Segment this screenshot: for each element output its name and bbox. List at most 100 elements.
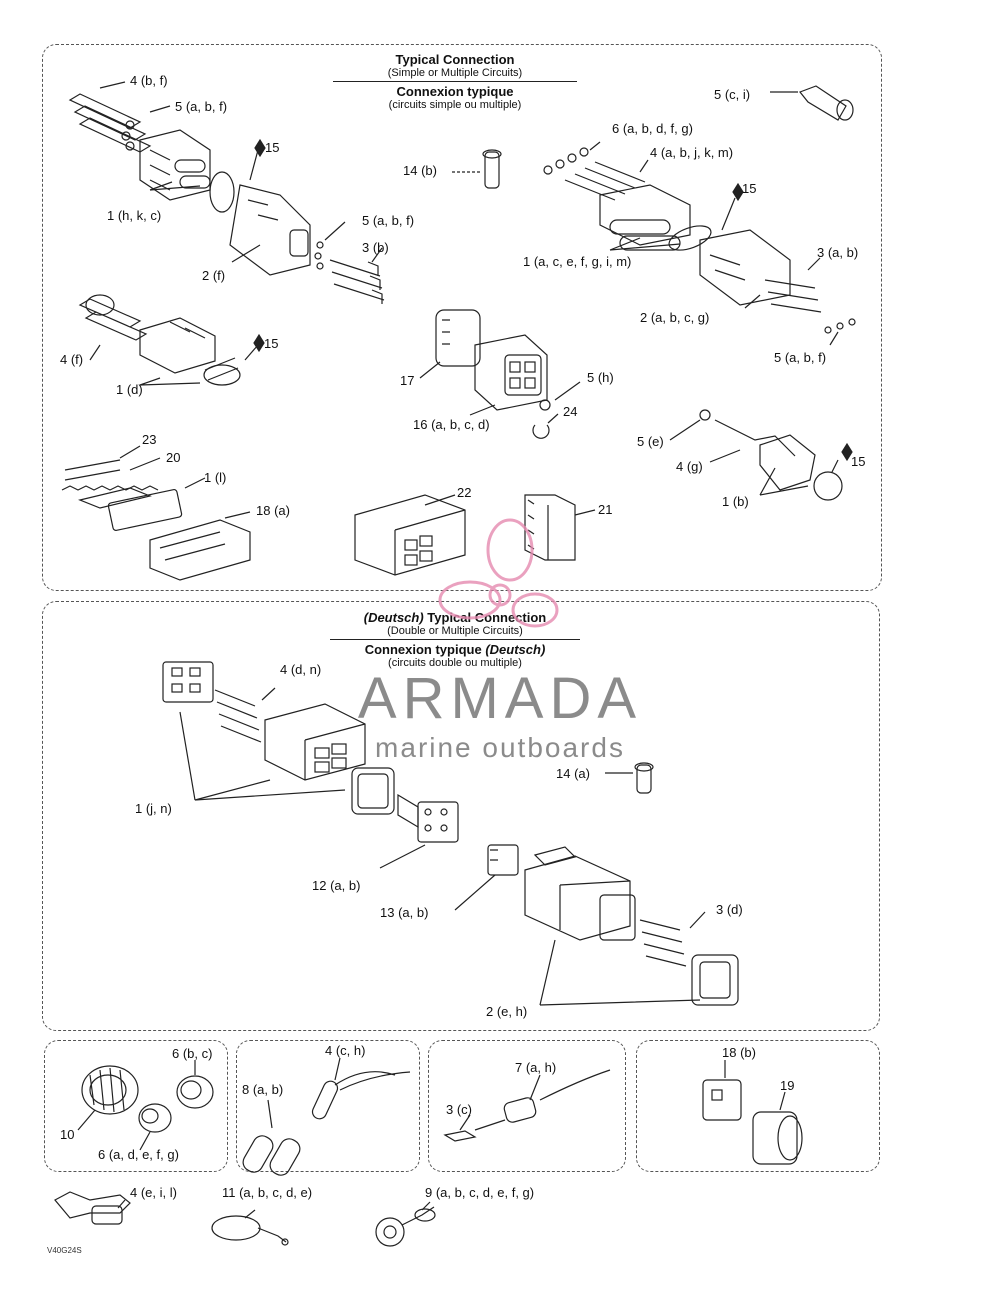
callout: 4 (g) [676, 459, 703, 474]
deutsch-subtitle-en: (Double or Multiple Circuits) [387, 625, 523, 637]
connector-group-right-2 [669, 409, 853, 501]
callout: 3 (c) [446, 1102, 472, 1117]
ring-terminal-9 [375, 1201, 436, 1247]
panel-small-1 [44, 1040, 228, 1172]
deutsch-title-en: (Deutsch) Typical Connection [320, 610, 590, 625]
watermark-logo [438, 518, 559, 628]
deutsch-connector-left [162, 661, 459, 869]
caps-6 [138, 1060, 214, 1151]
header-title-en: Typical Connection [395, 52, 515, 67]
callout: 6 (a, b, d, f, g) [612, 121, 693, 136]
connector-group-top-right [543, 141, 856, 346]
connector-16-17 [419, 309, 548, 416]
callout: 5 (a, b, f) [362, 213, 415, 228]
callout: 6 (b, c) [172, 1046, 213, 1061]
callout: 20 [166, 450, 181, 465]
callout: 4 (b, f) [130, 73, 168, 88]
callout: 4 (c, h) [325, 1043, 366, 1058]
callout: 11 (a, b, c, d, e) [222, 1185, 313, 1200]
connector-18b-19 [702, 1060, 803, 1165]
callout: 18 (b) [722, 1045, 756, 1060]
callout: 12 (a, b) [312, 878, 361, 893]
deutsch-connector-right [454, 844, 739, 1006]
deutsch-title-en-text: Typical Connection [423, 610, 547, 625]
figure-code: V40G24S [47, 1246, 82, 1255]
sensor-7-3c [443, 1069, 611, 1142]
callout: 5 (h) [587, 370, 614, 385]
watermark: ARMADA marine outboards [340, 665, 660, 764]
panel-typical-connection [42, 44, 882, 591]
header-subtitle-en: (Simple or Multiple Circuits) [387, 67, 523, 79]
callout: 5 (c, i) [714, 87, 751, 102]
callout: 1 (b) [722, 494, 749, 509]
terminal-pin-14a [605, 762, 654, 794]
grommet-10 [77, 1065, 139, 1131]
connector-group-left-3 [61, 445, 251, 581]
callout: 15 [851, 454, 866, 469]
connector-group-left-2 [78, 294, 265, 386]
watermark-tagline: marine outboards [375, 732, 625, 763]
callout: 6 (a, d, e, f, g) [98, 1147, 179, 1162]
terminal-pin-14b [452, 149, 502, 189]
callout: 3 (d) [716, 902, 743, 917]
callout: 8 (a, b) [242, 1082, 284, 1097]
connector-group-top-left [68, 81, 385, 304]
panel-small-4 [636, 1040, 880, 1172]
callout: 4 (e, i, l) [130, 1185, 177, 1200]
header-title-fr: Connexion typique [396, 84, 514, 99]
sensor-5ci [770, 85, 854, 121]
deutsch-label-en: (Deutsch) [363, 610, 424, 625]
callout: 2 (f) [202, 268, 226, 283]
middle-header: (Deutsch) Typical Connection (Double or … [320, 610, 590, 669]
callout: 15 [265, 140, 280, 155]
callout: 23 [142, 432, 157, 447]
deutsch-title-fr: Connexion typique (Deutsch) [320, 642, 590, 657]
header-subtitle-fr: (circuits simple ou multiple) [388, 99, 522, 111]
header-rule [333, 81, 577, 82]
callout: 22 [457, 485, 472, 500]
callout: 1 (h, k, c) [107, 208, 162, 223]
callout: 24 [563, 404, 578, 419]
callout: 5 (a, b, f) [774, 350, 827, 365]
deutsch-title-fr-text: Connexion typique [364, 642, 486, 657]
callout: 1 (a, c, e, f, g, i, m) [523, 254, 632, 269]
panel-small-3 [428, 1040, 626, 1172]
clamp-11 [211, 1209, 289, 1246]
callout: 15 [264, 336, 279, 351]
callout: 16 (a, b, c, d) [413, 417, 490, 432]
callout: 2 (a, b, c, g) [640, 310, 710, 325]
panel-small-2 [236, 1040, 420, 1172]
deutsch-subtitle-fr: (circuits double ou multiple) [388, 657, 522, 669]
callout: 13 (a, b) [380, 905, 429, 920]
callout: 18 (a) [256, 503, 290, 518]
callout: 9 (a, b, c, d, e, f, g) [425, 1185, 535, 1200]
callout: 4 (d, n) [280, 662, 322, 677]
terminal-4eil [54, 1191, 131, 1225]
callout: 3 (b) [362, 240, 389, 255]
deutsch-header-rule [330, 639, 580, 640]
callout: 7 (a, h) [515, 1060, 557, 1075]
deutsch-label-fr: (Deutsch) [485, 642, 546, 657]
callout: 15 [742, 181, 757, 196]
callout: 10 [60, 1127, 75, 1142]
callout: 14 (a) [556, 766, 590, 781]
callout: 19 [780, 1078, 795, 1093]
callout: 21 [598, 502, 613, 517]
callout: 3 (a, b) [817, 245, 859, 260]
splices-8-4 [242, 1057, 411, 1176]
watermark-brand: ARMADA [357, 666, 643, 731]
callout: 4 (a, b, j, k, m) [650, 145, 734, 160]
callout: 2 (e, h) [486, 1004, 528, 1019]
callout: 4 (f) [60, 352, 84, 367]
panel-deutsch-connection [42, 601, 880, 1031]
callout: 5 (e) [637, 434, 664, 449]
housing-22 [354, 494, 466, 576]
callout: 1 (j, n) [135, 801, 172, 816]
small-parts-5h-24 [532, 381, 581, 439]
callout: 14 (b) [403, 163, 437, 178]
callout: 1 (l) [204, 470, 227, 485]
callout: 17 [400, 373, 415, 388]
callout: 1 (d) [116, 382, 143, 397]
top-header: Typical Connection (Simple or Multiple C… [330, 52, 580, 111]
